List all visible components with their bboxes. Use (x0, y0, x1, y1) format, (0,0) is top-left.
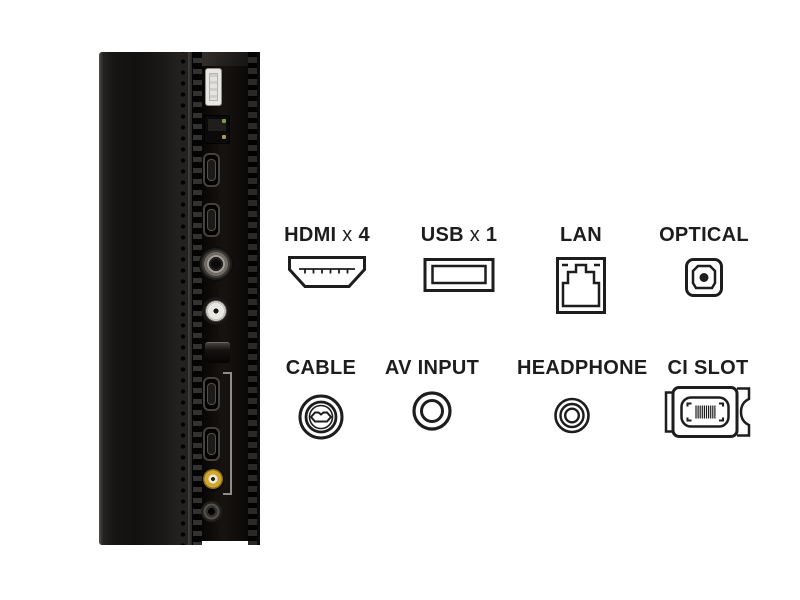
panel-surface (99, 52, 178, 545)
panel-top-edge (202, 52, 260, 66)
vent-column-inner (192, 52, 202, 545)
hdmi-port-3 (203, 377, 220, 411)
usb-port-contact (209, 73, 218, 101)
legend-item-av-input: AV INPUT (377, 357, 487, 431)
headphone-icon (554, 397, 590, 434)
legend-item-lan: LAN (526, 224, 636, 314)
lan-port (204, 115, 230, 144)
satellite-port (205, 300, 227, 322)
hdmi-port-2 (203, 203, 220, 237)
av-input-icon (412, 391, 452, 431)
antenna-port (199, 247, 233, 281)
headphone-jack (201, 501, 222, 522)
lan-led-amber (222, 135, 226, 139)
legend-item-cable: CABLE (266, 357, 376, 440)
port-group-bracket (223, 372, 232, 495)
vent-column-right (248, 52, 257, 545)
usb-port (205, 68, 222, 106)
lan-label: LAN (559, 224, 602, 246)
panel-right-edge (257, 52, 260, 545)
ci-slot-icon (664, 386, 751, 438)
optical-icon (685, 258, 723, 297)
hdmi-icon (288, 256, 366, 288)
usb-icon (423, 258, 495, 292)
ci-slot-label: CI SLOT (667, 357, 749, 379)
hdmi-port-1 (203, 153, 220, 187)
av-input-jack (203, 469, 223, 489)
legend-item-optical: OPTICAL (649, 224, 759, 297)
headphone-label: HEADPHONE (517, 357, 648, 379)
vent-ridge (188, 52, 192, 545)
optical-label: OPTICAL (659, 224, 749, 246)
hdmi-label: HDMI x 4 (284, 224, 370, 246)
legend-item-hdmi: HDMI x 4 (272, 224, 382, 288)
usb-label: USB x 1 (420, 224, 498, 246)
legend-item-ci-slot: CI SLOT (653, 357, 763, 438)
legend-item-usb: USB x 1 (404, 224, 514, 292)
legend-item-headphone: HEADPHONE (517, 357, 648, 434)
cable-icon (298, 394, 344, 440)
tv-panel (99, 52, 260, 545)
hdmi-port-4 (203, 427, 220, 461)
vent-column-left (178, 52, 188, 545)
av-input-label: AV INPUT (384, 357, 480, 379)
lan-led-green (222, 119, 226, 123)
cable-label: CABLE (285, 357, 357, 379)
optical-port (205, 342, 230, 363)
lan-icon (556, 257, 606, 314)
